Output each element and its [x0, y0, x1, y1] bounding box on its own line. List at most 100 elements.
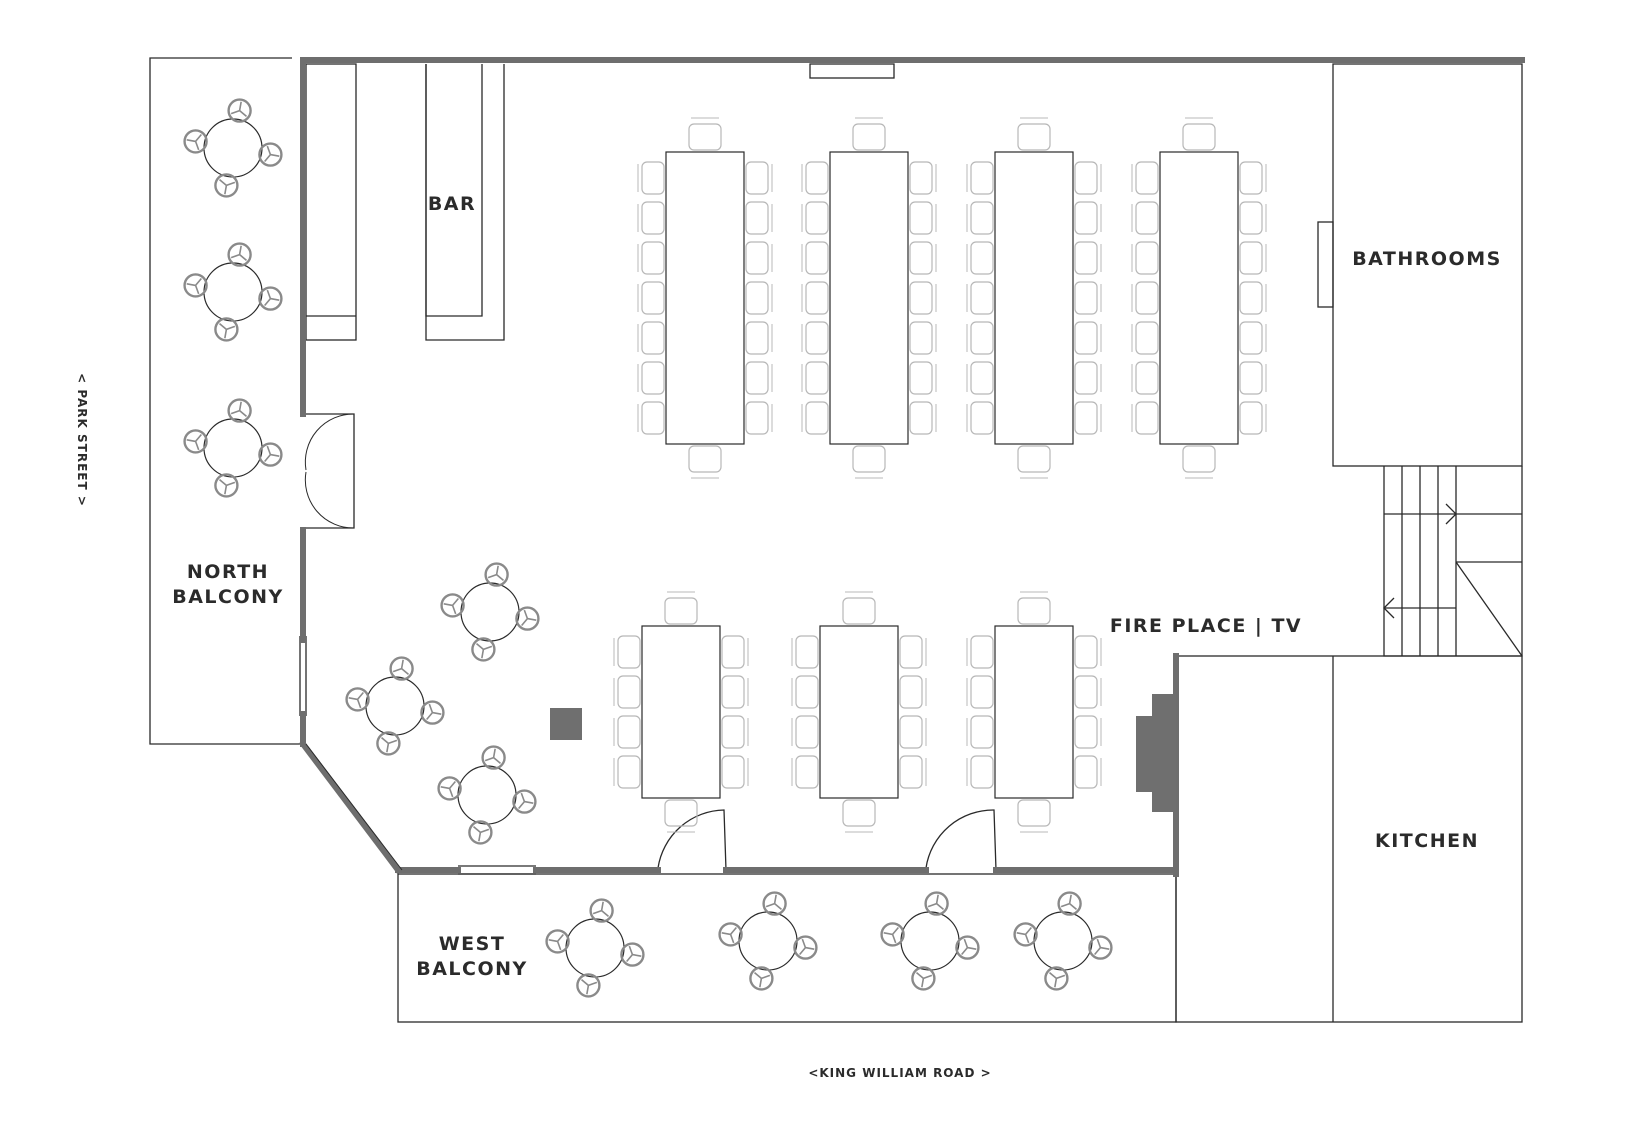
table-top: [203, 262, 263, 322]
chair: [1182, 123, 1216, 151]
chair: [909, 361, 933, 395]
long-table: [1131, 117, 1267, 479]
chair: [1074, 281, 1098, 315]
round-chair: [515, 606, 540, 631]
chair: [1239, 321, 1263, 355]
chair: [1074, 715, 1098, 749]
chair: [970, 201, 994, 235]
round-table: [440, 562, 540, 662]
chair: [805, 201, 829, 235]
round-chair: [481, 745, 506, 770]
walls: [298, 57, 1525, 877]
long-table: [613, 591, 749, 833]
round-chair: [576, 973, 601, 998]
long-table: [637, 117, 773, 479]
chair: [909, 401, 933, 435]
chair: [805, 161, 829, 195]
round-table: [437, 745, 537, 845]
chair: [795, 635, 819, 669]
chair: [641, 321, 665, 355]
table-top: [994, 151, 1074, 445]
table-top: [565, 918, 625, 978]
chair: [617, 675, 641, 709]
round-chair: [1088, 935, 1113, 960]
round-chair: [545, 929, 570, 954]
round-chair: [793, 935, 818, 960]
chair: [805, 281, 829, 315]
table-top: [203, 418, 263, 478]
table-top: [203, 118, 263, 178]
fireplace-hearth: [1136, 716, 1152, 792]
table-top: [738, 911, 798, 971]
chair: [805, 321, 829, 355]
chair: [617, 755, 641, 789]
round-chair: [183, 273, 208, 298]
chair: [970, 635, 994, 669]
table-top: [365, 676, 425, 736]
chair: [745, 241, 769, 275]
table-top: [994, 625, 1074, 799]
chair: [899, 635, 923, 669]
chair: [1135, 241, 1159, 275]
west-balcony-label-line1: WEST: [439, 933, 506, 955]
round-chair: [258, 442, 283, 467]
chair: [745, 201, 769, 235]
kitchen-label: KITCHEN: [1375, 830, 1479, 852]
chair: [795, 715, 819, 749]
chair: [1074, 161, 1098, 195]
table-top: [1033, 911, 1093, 971]
round-chair: [924, 891, 949, 916]
chair: [970, 281, 994, 315]
chair: [1074, 201, 1098, 235]
chair: [1017, 445, 1051, 473]
round-chair: [1013, 922, 1038, 947]
table-top: [457, 765, 517, 825]
chair: [1135, 401, 1159, 435]
round-chair: [389, 656, 414, 681]
chair: [721, 755, 745, 789]
round-chair: [955, 935, 980, 960]
round-table: [183, 242, 283, 342]
round-chair: [589, 898, 614, 923]
chair: [970, 161, 994, 195]
chair: [688, 445, 722, 473]
fireplace: [1152, 694, 1176, 812]
chair: [1182, 445, 1216, 473]
chair: [1017, 123, 1051, 151]
chair: [745, 281, 769, 315]
chair: [899, 755, 923, 789]
chair: [641, 161, 665, 195]
chair: [688, 123, 722, 151]
round-table: [1013, 891, 1113, 991]
chair: [805, 361, 829, 395]
chair: [970, 321, 994, 355]
chair: [970, 755, 994, 789]
north-balcony-label-line1: NORTH: [187, 561, 269, 583]
round-table: [880, 891, 980, 991]
chair: [805, 241, 829, 275]
round-table: [183, 98, 283, 198]
chair: [745, 361, 769, 395]
round-chair: [214, 173, 239, 198]
round-chair: [183, 429, 208, 454]
bathroom-door-slot: [1317, 221, 1334, 308]
chair: [909, 281, 933, 315]
chair: [842, 597, 876, 625]
round-chair: [258, 286, 283, 311]
chair: [1135, 161, 1159, 195]
chair: [909, 161, 933, 195]
chair: [664, 799, 698, 827]
round-chair: [345, 687, 370, 712]
round-chair: [718, 922, 743, 947]
round-chair: [1057, 891, 1082, 916]
round-tables: [183, 98, 1113, 998]
round-table: [183, 398, 283, 498]
round-table: [718, 891, 818, 991]
round-table: [345, 656, 445, 756]
chair: [1239, 361, 1263, 395]
chair: [721, 715, 745, 749]
north-balcony-outline: [149, 57, 300, 745]
long-table: [801, 117, 937, 479]
chair: [909, 201, 933, 235]
